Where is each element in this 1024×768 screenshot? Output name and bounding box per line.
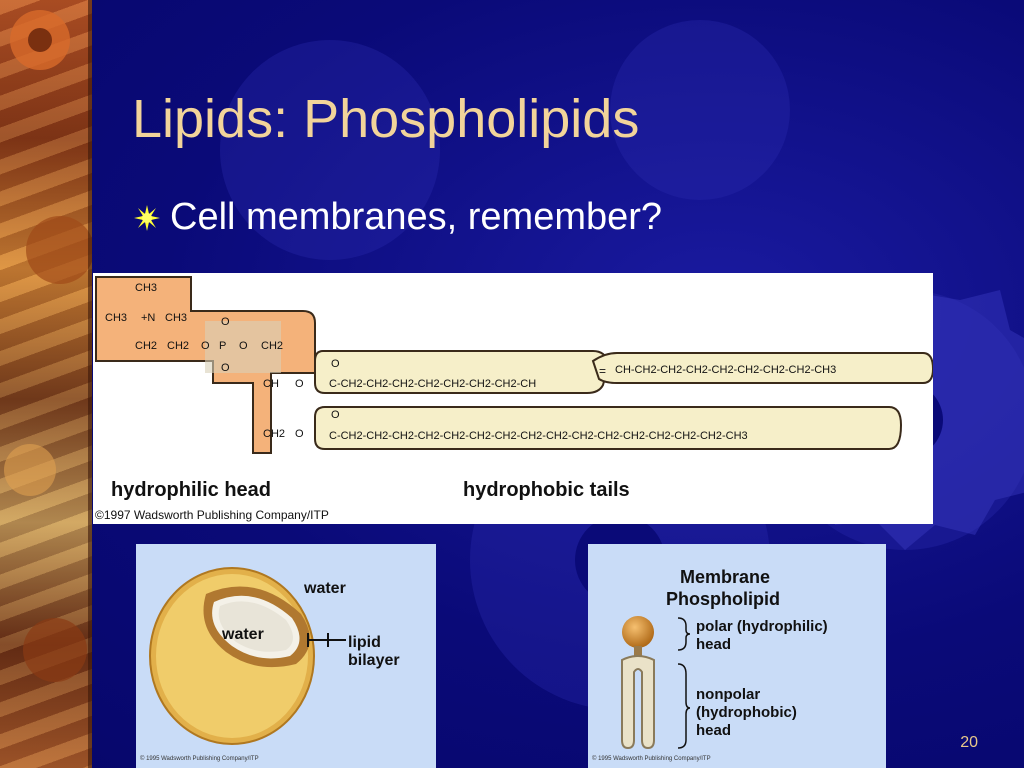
panel-title-phospholipid: Phospholipid xyxy=(666,589,780,609)
atom-ch2-d: CH2 xyxy=(263,428,285,440)
label-polar-2: head xyxy=(696,636,732,653)
structure-drawing: CH3 CH3 +N CH3 CH2 CH2 O P O CH2 O O CH … xyxy=(95,276,933,454)
atom-ch3-right: CH3 xyxy=(165,312,187,324)
membrane-phospholipid-panel: Membrane Phospholipid polar (hydrophilic… xyxy=(588,544,886,768)
label-water-inner: water xyxy=(222,626,264,643)
structure-copyright: ©1997 Wadsworth Publishing Company/ITP xyxy=(95,508,329,522)
slide-title: Lipids: Phospholipids xyxy=(132,89,640,149)
nonpolar-brace xyxy=(677,663,691,749)
atom-ch3-top: CH3 xyxy=(135,282,157,294)
atom-o1: O xyxy=(201,340,210,352)
tail-bottom-text: C-CH2-CH2-CH2-CH2-CH2-CH2-CH2-CH2-CH2-CH… xyxy=(329,430,748,442)
liposome-copyright: © 1995 Wadsworth Publishing Company/ITP xyxy=(140,756,259,762)
phosphate-shade xyxy=(205,321,281,373)
sidebar-gears xyxy=(4,10,92,682)
phospholipid-structure-figure: CH3 CH3 +N CH3 CH2 CH2 O P O CH2 O O CH … xyxy=(93,273,933,524)
atom-ch2-c: CH2 xyxy=(261,340,283,352)
phospholipid-cartoon xyxy=(621,616,691,750)
label-lipid: lipid xyxy=(348,634,381,651)
page-number: 20 xyxy=(960,734,978,751)
decorative-sidebar xyxy=(0,0,92,768)
atom-o4: O xyxy=(295,428,304,440)
nonpolar-tails xyxy=(621,655,655,750)
atom-ch2-b: CH2 xyxy=(167,340,189,352)
atom-p: P xyxy=(219,340,226,352)
label-nonpolar-1: nonpolar xyxy=(696,686,761,703)
bullet-text: Cell membranes, remember? xyxy=(170,196,663,238)
carbonyl-o-bottom: O xyxy=(331,409,340,421)
bullet-item: Cell membranes, remember? xyxy=(134,196,662,239)
atom-ch2-a: CH2 xyxy=(135,340,157,352)
panel-title-membrane: Membrane xyxy=(680,567,771,587)
phospholipid-copyright: © 1995 Wadsworth Publishing Company/ITP xyxy=(592,756,711,762)
tail-top-left-text: C-CH2-CH2-CH2-CH2-CH2-CH2-CH2-CH xyxy=(329,378,536,390)
atom-n-plus: +N xyxy=(141,312,155,324)
polar-head-ball xyxy=(622,616,654,648)
starburst-bullet-icon xyxy=(134,204,160,231)
label-nonpolar-3: head xyxy=(696,722,732,739)
sidebar-edge xyxy=(88,0,92,768)
label-polar-1: polar (hydrophilic) xyxy=(696,618,828,635)
atom-ch3-left: CH3 xyxy=(105,312,127,324)
carbonyl-o-top: O xyxy=(331,358,340,370)
lipid-bilayer-panel: water water lipid bilayer © 1995 Wadswor… xyxy=(136,544,436,768)
label-nonpolar-2: (hydrophobic) xyxy=(696,704,797,721)
double-bond-symbol: = xyxy=(599,364,606,378)
label-water-outer: water xyxy=(304,580,346,597)
atom-o-bottom: O xyxy=(221,362,230,374)
caption-hydrophilic-head: hydrophilic head xyxy=(111,479,272,501)
bottom-tail-shape xyxy=(314,406,903,450)
polar-brace xyxy=(677,617,691,651)
atom-o-top: O xyxy=(221,316,230,328)
atom-o2: O xyxy=(239,340,248,352)
tail-top-right-text: CH-CH2-CH2-CH2-CH2-CH2-CH2-CH2-CH3 xyxy=(615,364,836,376)
atom-o3: O xyxy=(295,378,304,390)
liposome-drawing xyxy=(149,567,346,745)
label-bilayer: bilayer xyxy=(348,652,400,669)
atom-ch: CH xyxy=(263,378,279,390)
caption-hydrophobic-tails: hydrophobic tails xyxy=(463,479,630,501)
